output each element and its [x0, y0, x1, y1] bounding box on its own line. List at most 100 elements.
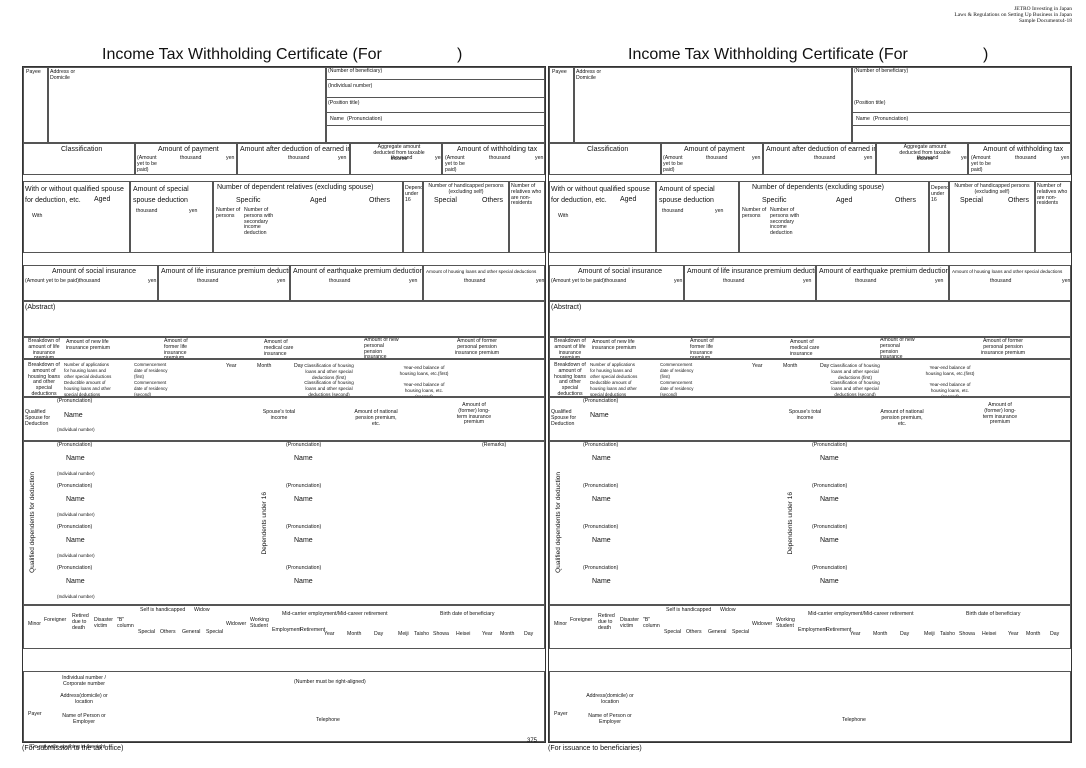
- page-header: JETRO Investing in Japan Laws & Regulati…: [954, 6, 1072, 25]
- spouse-individual-number-label: (Individual number): [57, 427, 95, 432]
- abstract-label: (Abstract): [551, 304, 582, 311]
- retirement-label: Retirement: [826, 627, 852, 633]
- payer-block[interactable]: Payer Individual number / Corporate numb…: [23, 671, 545, 742]
- payer-block[interactable]: Payer Address(domicile) or location Name…: [549, 671, 1071, 742]
- name-field[interactable]: [326, 112, 545, 126]
- payment-amount-cell[interactable]: Amount of payment(Amount yet to be paid)…: [661, 143, 763, 175]
- breakdown-housing-label: Breakdown of amount of housing loans and…: [27, 362, 60, 397]
- qualified-spouse-row[interactable]: Qualified Spouse for Deduction (Pronunci…: [23, 397, 545, 441]
- address-field[interactable]: Address or Domicile: [574, 67, 852, 143]
- meiji-label: Meiji: [398, 631, 409, 637]
- social-insurance-cell[interactable]: Amount of social insurance(Amount yet to…: [23, 265, 158, 301]
- breakdown-housing-row[interactable]: Breakdown of amount of housing loans and…: [23, 359, 545, 397]
- name-field[interactable]: [852, 112, 1071, 126]
- class-first-label: Classification of housing loans and othe…: [830, 363, 880, 380]
- taisho-label: Taisho: [940, 631, 955, 637]
- dep4-num: (Individual number): [57, 594, 95, 599]
- with-secondary-label: Number of persons with secondary income …: [244, 207, 274, 237]
- yearend-second-label: Year-end balance of housing loans, etc.(…: [403, 382, 445, 397]
- payment-amount-cell[interactable]: Amount of payment(Amount yet to be paid)…: [135, 143, 237, 175]
- breakdown-housing-row[interactable]: Breakdown of amount of housing loans and…: [549, 359, 1071, 397]
- aggregate-cell[interactable]: Aggregate amount deducted from taxable i…: [876, 143, 968, 175]
- housing-loans-cell[interactable]: Amount of housing loans and other specia…: [949, 265, 1071, 301]
- thousand-label: thousand: [489, 155, 511, 161]
- national-pension-label: Amount of national pension premium, etc.: [880, 409, 924, 427]
- housing-loans-cell[interactable]: Amount of housing loans and other specia…: [423, 265, 545, 301]
- new-life-label: Amount of new life insurance premium: [66, 339, 111, 351]
- general-label: General: [182, 629, 201, 635]
- aggregate-label: Aggregate amount deducted from taxable i…: [373, 144, 425, 162]
- aged-dep-label: Aged: [836, 197, 853, 204]
- life-insurance-cell[interactable]: Amount of life insurance premium deducti…: [158, 265, 290, 301]
- dep3-pron: (Pronunciation): [583, 524, 619, 530]
- new-personal-pension-label: Amount of new personal pension insurance…: [364, 337, 399, 359]
- handicapped-cell[interactable]: Number of handicapped persons (excluding…: [949, 181, 1035, 253]
- abstract-field[interactable]: (Abstract): [549, 301, 1071, 337]
- position-title-label: (Position title): [854, 100, 886, 106]
- year-label: Year: [1008, 631, 1019, 637]
- after-deduction-label: Amount after deduction of earned income: [240, 146, 349, 153]
- aggregate-cell[interactable]: Aggregate amount deducted from taxable i…: [350, 143, 442, 175]
- showa-label: Showa: [959, 631, 975, 637]
- spouse-cell: With or without qualified spouse for ded…: [549, 181, 656, 253]
- individual-number-boxes[interactable]: [326, 79, 545, 98]
- dependents-label: Number of dependent relatives (excluding…: [217, 184, 374, 191]
- special-spouse-label: Amount of special spouse deduction: [659, 186, 715, 204]
- withholding-cell[interactable]: Amount of withholding tax(Amount yet to …: [968, 143, 1071, 175]
- dependents-under16-count[interactable]: Dependents under 16: [929, 181, 949, 253]
- yen-label: yen: [409, 278, 418, 284]
- new-life-label: Amount of new life insurance premium: [592, 339, 637, 351]
- after-deduction-cell[interactable]: Amount after deduction of earned incomet…: [763, 143, 876, 175]
- dependents-cell[interactable]: Number of dependents (excluding spouse)S…: [739, 181, 929, 253]
- non-residents-cell[interactable]: Number of relatives who are non-resident…: [509, 181, 545, 253]
- form-footer-right: (For issuance to beneficiaries): [548, 745, 642, 752]
- abstract-field[interactable]: (Abstract): [23, 301, 545, 337]
- thousand-label: thousand: [917, 155, 939, 161]
- birth-date-label: Birth date of beneficiary: [440, 611, 495, 617]
- thousand-label: thousand: [464, 278, 486, 284]
- day-label: Day: [820, 363, 830, 369]
- amount-of-payment-label: Amount of payment: [684, 146, 745, 153]
- withholding-cell[interactable]: Amount of withholding tax(Amount yet to …: [442, 143, 545, 175]
- life-insurance-label: Amount of life insurance premium deducti…: [161, 268, 290, 275]
- amount-yet-paid-thousand: (Amount yet to be paid)thousand: [25, 278, 101, 284]
- address-field[interactable]: Address or Domicile: [48, 67, 326, 143]
- handicapped-cell[interactable]: Number of handicapped persons (excluding…: [423, 181, 509, 253]
- social-insurance-cell[interactable]: Amount of social insurance(Amount yet to…: [549, 265, 684, 301]
- breakdown-life-row[interactable]: Breakdown of amount of life insurance pr…: [23, 337, 545, 359]
- dependents-block[interactable]: Qualified dependents for deduction Depen…: [23, 441, 545, 605]
- year-label: Year: [226, 363, 237, 369]
- status-row[interactable]: Minor Foreigner Retired due to death Dis…: [23, 605, 545, 649]
- yen-label: yen: [189, 208, 198, 214]
- dependents-cell[interactable]: Number of dependent relatives (excluding…: [213, 181, 403, 253]
- qualified-spouse-row[interactable]: Qualified Spouse for Deduction (Pronunci…: [549, 397, 1071, 441]
- breakdown-life-row[interactable]: Breakdown of amount of life insurance pr…: [549, 337, 1071, 359]
- after-deduction-cell[interactable]: Amount after deduction of earned incomet…: [237, 143, 350, 175]
- thousand-label: thousand: [723, 278, 745, 284]
- day-label: Day: [374, 631, 384, 637]
- yearend-first-label: Year-end balance of housing loans, etc.(…: [399, 365, 449, 376]
- dependents-block[interactable]: Qualified dependents for deduction Depen…: [549, 441, 1071, 605]
- yen-label: yen: [803, 278, 812, 284]
- status-row[interactable]: Minor Foreigner Retired due to death Dis…: [549, 605, 1071, 649]
- month-label: Month: [257, 363, 272, 369]
- non-residents-cell[interactable]: Number of relatives who are non-resident…: [1035, 181, 1071, 253]
- disaster-label: Disaster victim: [94, 617, 114, 629]
- u16-3-name: Name: [820, 537, 839, 544]
- with-secondary-label: Number of persons with secondary income …: [770, 207, 800, 237]
- medical-care-label: Amount of medical care insurance: [790, 339, 820, 357]
- breakdown-life-label: Breakdown of amount of life insurance pr…: [554, 338, 586, 359]
- self-handicapped-label: Self is handicapped: [666, 607, 712, 613]
- dep2-pron: (Pronunciation): [583, 483, 619, 489]
- widower-label: Widower: [226, 621, 247, 627]
- yen-label: yen: [1061, 155, 1070, 161]
- yen-label: yen: [435, 155, 441, 161]
- life-insurance-cell[interactable]: Amount of life insurance premium deducti…: [684, 265, 816, 301]
- dependents-under16-count[interactable]: Dependents under 16: [403, 181, 423, 253]
- month-label: Month: [500, 631, 515, 637]
- midcareer-label: Mid-carrier employment/Mid-career retire…: [808, 611, 914, 617]
